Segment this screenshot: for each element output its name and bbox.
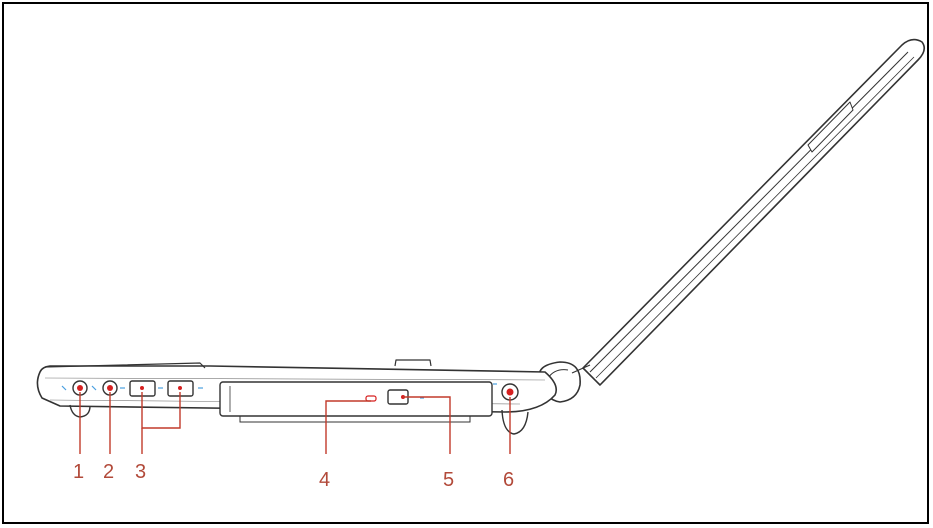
callout-1: 1 [73, 461, 85, 483]
usb-ports [129, 380, 194, 397]
callout-6: 6 [503, 469, 515, 491]
laptop-lid [582, 38, 926, 386]
callout-5: 5 [443, 469, 455, 491]
callout-2: 2 [103, 461, 115, 483]
drive-indicator [365, 395, 377, 402]
port-indicator-icons [61, 383, 497, 399]
optical-drive [219, 381, 493, 423]
callout-leader-lines [79, 392, 511, 454]
callout-4: 4 [319, 469, 331, 491]
callout-3: 3 [135, 461, 147, 483]
